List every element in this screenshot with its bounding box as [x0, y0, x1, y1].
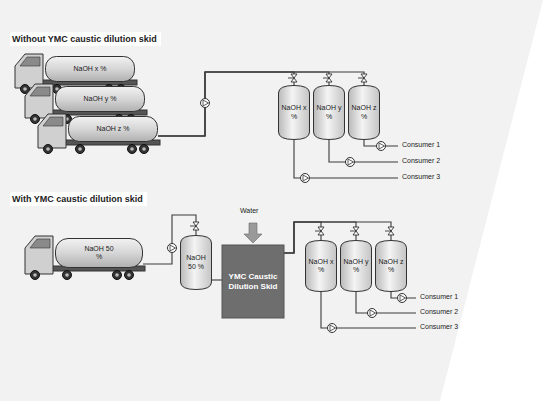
valve-symbol	[385, 227, 394, 235]
node-text: NaOH x %	[280, 104, 308, 120]
pipe-connector	[158, 72, 294, 136]
storage-tank: NaOH y %	[313, 85, 345, 140]
truck-wheel	[140, 145, 149, 154]
pump-symbol	[398, 294, 407, 303]
node-text: NaOH y %	[342, 258, 370, 274]
node-text: NaOH 50 %	[82, 245, 116, 261]
water-inlet-arrow	[244, 223, 262, 243]
tank-body	[376, 241, 407, 292]
truck-wheel	[125, 271, 134, 280]
truck-cab	[15, 54, 43, 88]
consumer-pipe	[356, 292, 416, 313]
node-text: NaOH z %	[96, 125, 129, 133]
wheel-hub	[23, 87, 27, 91]
consumer-pipe	[329, 140, 398, 162]
pump-symbol	[368, 309, 377, 318]
dilution-skid-box: YMC Caustic Dilution Skid	[222, 245, 284, 318]
pump-symbol	[328, 324, 337, 333]
section-heading: Without YMC caustic dilution skid	[10, 32, 161, 46]
tank-body	[306, 241, 337, 292]
cab-window	[30, 239, 50, 248]
consumer-pipe	[321, 292, 416, 328]
pump-symbol	[346, 158, 355, 167]
node-text: NaOH y %	[315, 104, 343, 120]
node-text: NaOH x %	[307, 258, 335, 274]
storage-tank: NaOH z %	[348, 85, 380, 140]
section-heading: With YMC caustic dilution skid	[10, 192, 147, 206]
pump-symbol	[201, 99, 210, 108]
tanker-truck-tank: NaOH y %	[55, 86, 145, 112]
consumer-label: Consumer 3	[402, 173, 440, 180]
node-text: NaOH 50 %	[182, 254, 210, 270]
wheel-hub	[33, 273, 37, 277]
tank-body	[341, 241, 372, 292]
valve-symbol	[358, 74, 367, 82]
truck-wheel	[44, 145, 53, 154]
tank-body	[181, 236, 212, 290]
truck-wheel	[63, 271, 72, 280]
valve-symbol	[350, 227, 359, 235]
node-text: NaOH x %	[73, 65, 106, 73]
node-text: NaOH z %	[377, 258, 405, 274]
white-panel	[440, 0, 543, 401]
tanker-truck-tank: NaOH 50 %	[55, 238, 143, 268]
wheel-hub	[127, 273, 131, 277]
wheel-hub	[142, 147, 146, 151]
pump-symbol	[377, 142, 386, 151]
tanker-truck-tank: NaOH z %	[68, 116, 158, 142]
valve-symbol	[288, 74, 297, 82]
truck-tank-body	[56, 87, 145, 112]
truck-wheel	[31, 271, 40, 280]
pump-symbol	[301, 174, 310, 183]
consumer-label: Consumer 2	[420, 308, 458, 315]
pipe-connector	[212, 279, 222, 280]
truck-wheel	[113, 271, 122, 280]
truck-wheel	[76, 145, 85, 154]
wheel-hub	[33, 117, 37, 121]
storage-tank: NaOH z %	[375, 240, 407, 292]
consumer-label: Consumer 1	[402, 141, 440, 148]
truck-tank-body	[69, 117, 158, 142]
tanker-truck-tank: NaOH x %	[45, 56, 135, 82]
consumer-pipe	[294, 140, 398, 178]
wheel-hub	[78, 147, 82, 151]
consumer-label: Consumer 1	[420, 293, 458, 300]
truck-cab	[25, 236, 53, 274]
truck-cab	[25, 84, 53, 118]
pipe-connector	[284, 222, 391, 253]
cab-window	[30, 87, 50, 96]
storage-tank: NaOH 50 %	[180, 235, 212, 290]
truck-wheel	[31, 115, 40, 124]
consumer-label: Consumer 3	[420, 323, 458, 330]
storage-tank: NaOH x %	[278, 85, 310, 140]
truck-tank-body	[56, 239, 143, 268]
node-text: YMC Caustic Dilution Skid	[225, 272, 281, 290]
wheel-hub	[115, 273, 119, 277]
node-text: NaOH z %	[350, 104, 378, 120]
tank-body	[279, 86, 310, 140]
water-label: Water	[240, 207, 258, 214]
wheel-hub	[46, 147, 50, 151]
cab-window	[20, 57, 40, 66]
cab-window	[43, 117, 63, 126]
wheel-hub	[65, 273, 69, 277]
pump-symbol	[168, 244, 177, 253]
truck-tank-body	[46, 57, 135, 82]
truck-illustration	[25, 236, 145, 280]
truck-illustration	[38, 114, 160, 154]
storage-tank: NaOH x %	[305, 240, 337, 292]
tank-body	[314, 86, 345, 140]
node-text: NaOH y %	[83, 95, 116, 103]
storage-tank: NaOH y %	[340, 240, 372, 292]
valve-symbol	[323, 74, 332, 82]
skid-body	[222, 245, 284, 318]
valve-symbol	[190, 222, 199, 230]
consumer-label: Consumer 2	[402, 157, 440, 164]
tank-body	[349, 86, 380, 140]
truck-wheel	[128, 145, 137, 154]
valve-symbol	[315, 227, 324, 235]
wheel-hub	[130, 147, 134, 151]
truck-cab	[38, 114, 66, 148]
